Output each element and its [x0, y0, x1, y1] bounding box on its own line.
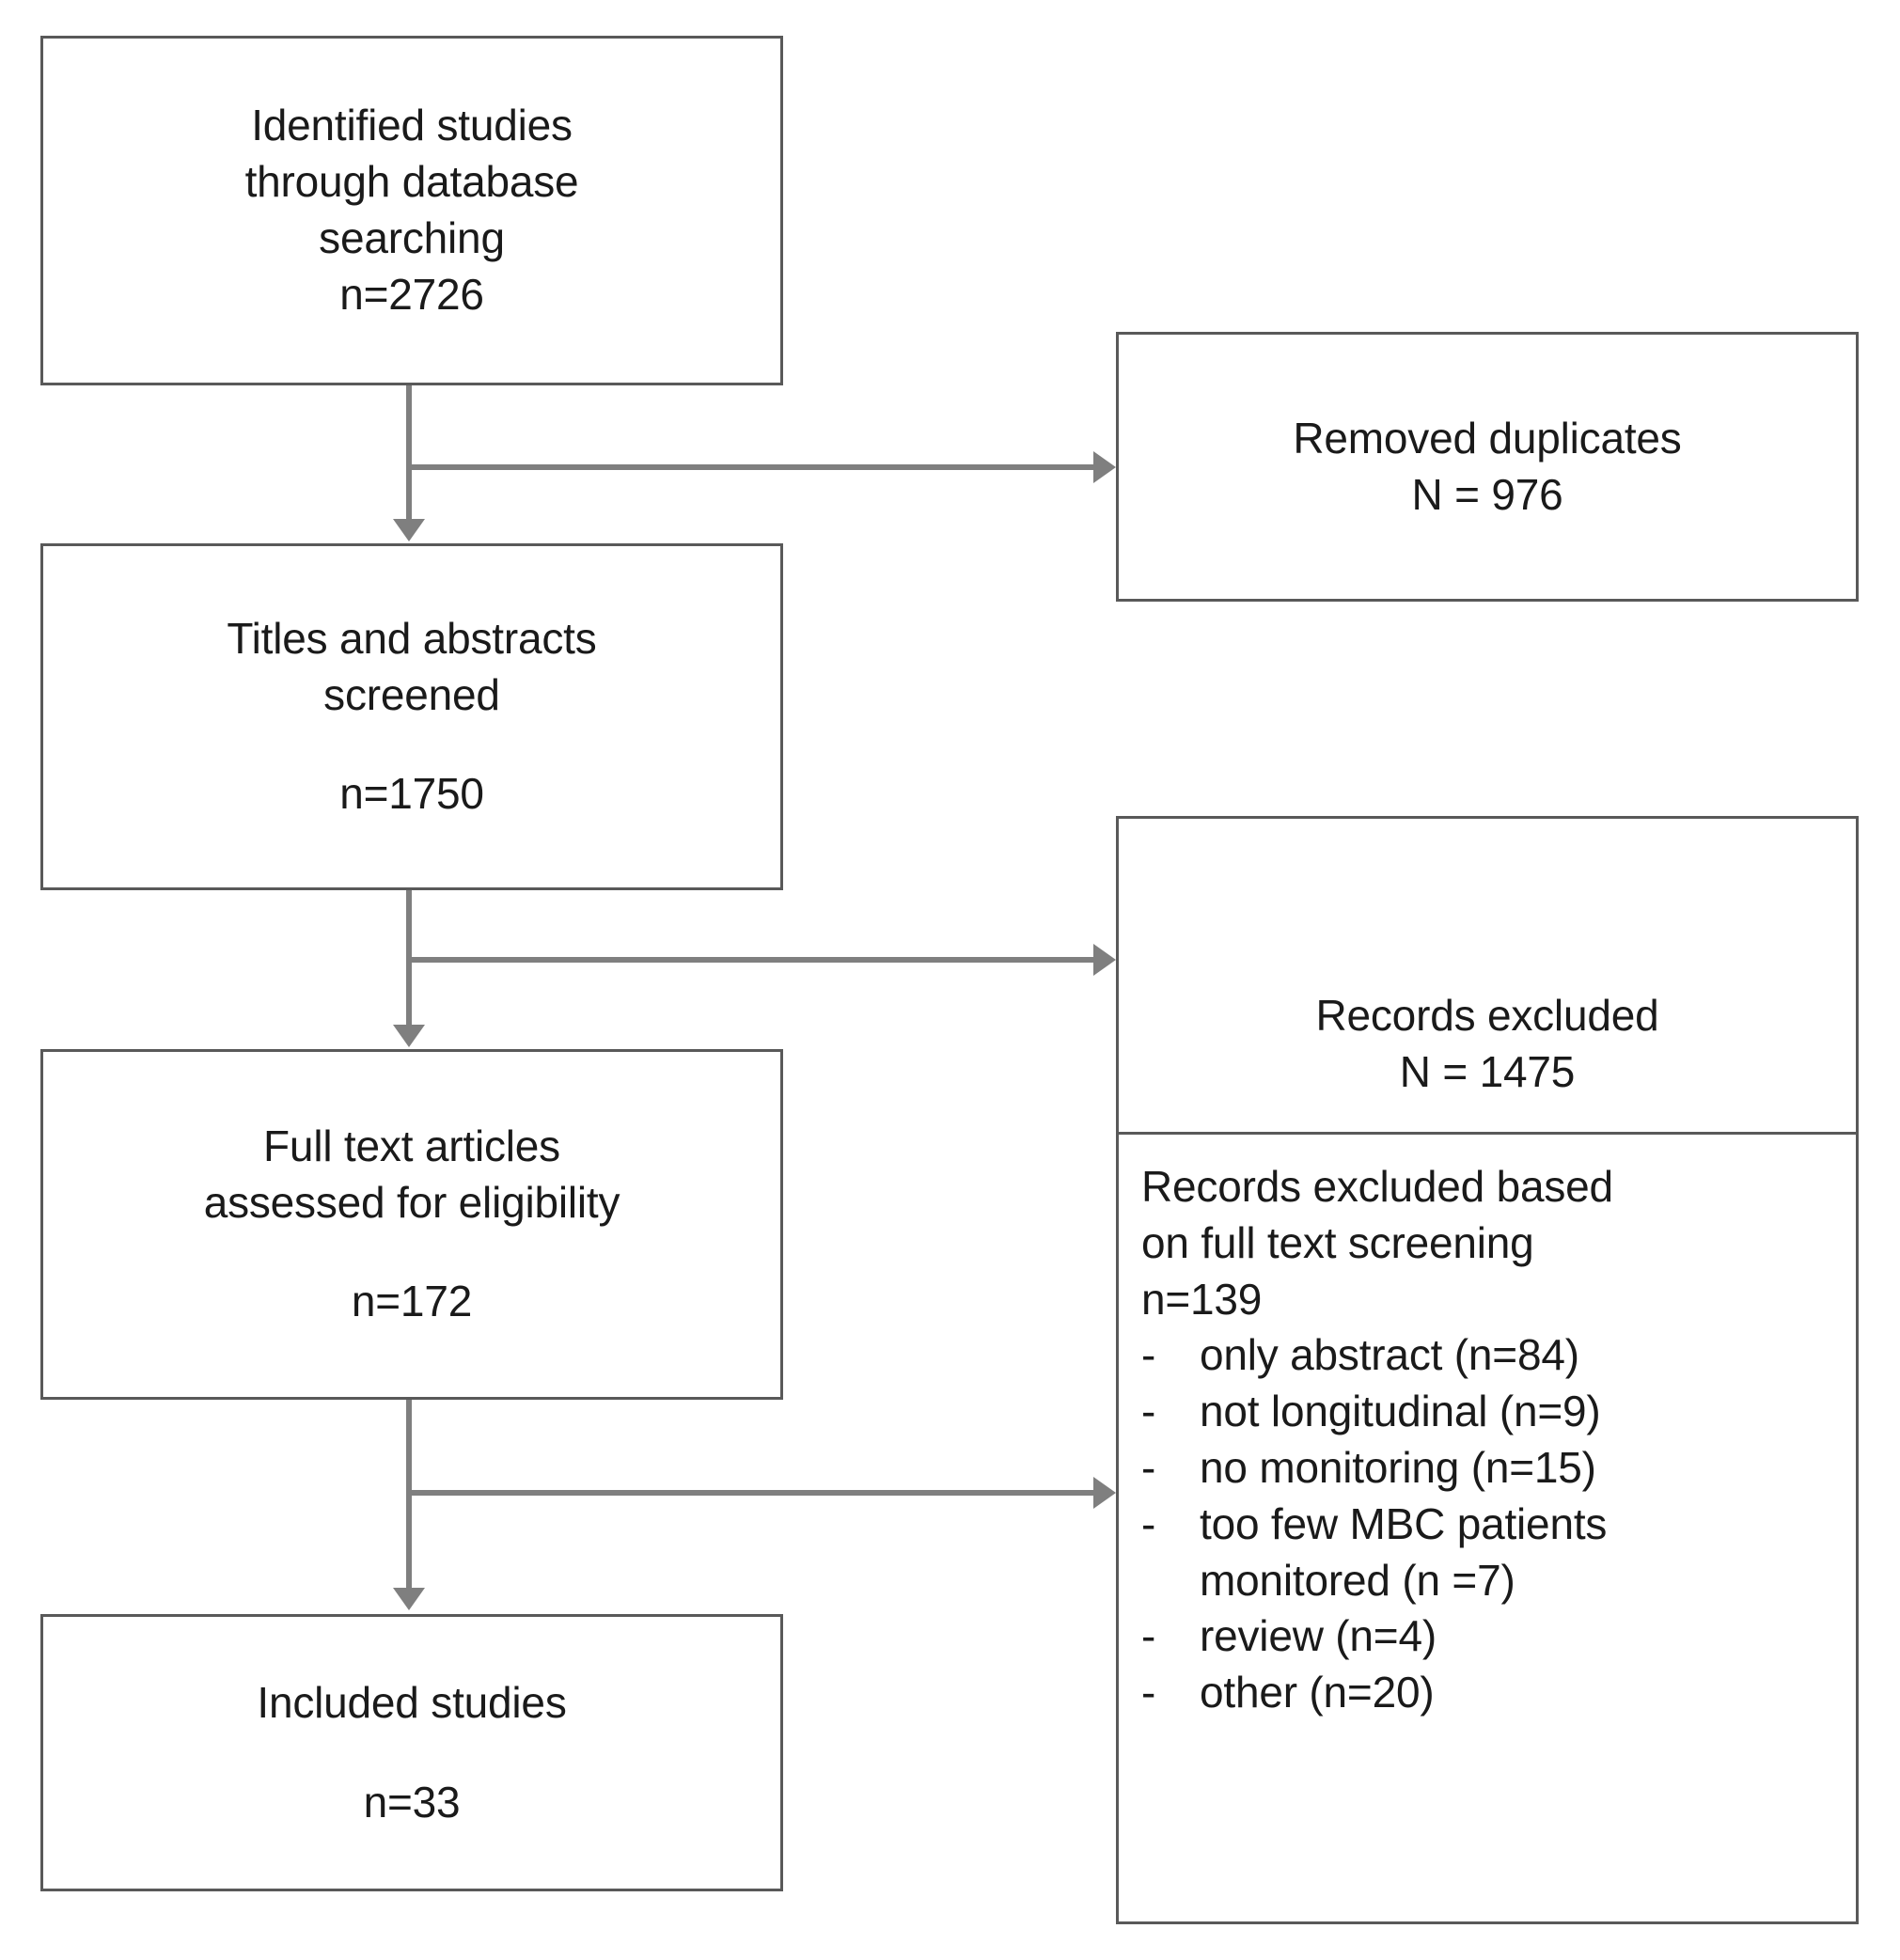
list-item-label: other (n=20) [1200, 1668, 1435, 1717]
node-excluded-full-line2: on full text screening [1141, 1217, 1534, 1267]
bullet-marker: - [1141, 1442, 1156, 1492]
bullet-marker: - [1141, 1611, 1156, 1661]
node-identified-count: n=2726 [339, 269, 484, 319]
list-item-label: review (n=4) [1200, 1611, 1437, 1661]
node-excluded-count: N = 1475 [1399, 1046, 1576, 1096]
node-duplicates-count: N = 976 [1411, 469, 1563, 519]
arrow-right-icon-to-excluded [1093, 944, 1116, 976]
list-item-label: not longitudinal (n=9) [1200, 1387, 1601, 1436]
arrow-down-icon-to-included [393, 1588, 425, 1610]
connector-fulltext-to-excluded-full [409, 1490, 1093, 1496]
list-item: - only abstract (n=84) [1141, 1327, 1837, 1384]
list-item-label: too few MBC patients [1200, 1498, 1608, 1548]
exclusion-reason-list: - only abstract (n=84) - not longitudina… [1141, 1327, 1837, 1721]
list-item: - not longitudinal (n=9) [1141, 1384, 1837, 1440]
list-item-label: monitored (n =7) [1200, 1555, 1515, 1605]
node-included-line1: Included studies [257, 1677, 567, 1727]
node-records-excluded-fulltext: Records excluded based on full text scre… [1116, 1132, 1859, 1924]
node-screened-line1: Titles and abstracts [227, 613, 597, 663]
node-identified-line2: through database [244, 157, 579, 207]
node-fulltext-line1: Full text articles [263, 1121, 560, 1170]
bullet-marker: - [1141, 1330, 1156, 1380]
connector-identified-to-duplicates [409, 464, 1093, 470]
node-excluded-full-line1: Records excluded based [1141, 1162, 1613, 1211]
arrow-down-icon-to-fulltext [393, 1025, 425, 1047]
node-fulltext-assessed: Full text articles assessed for eligibil… [40, 1049, 783, 1400]
bullet-marker: - [1141, 1668, 1156, 1717]
arrow-down-icon-to-screened [393, 519, 425, 541]
list-item: - no monitoring (n=15) [1141, 1440, 1837, 1497]
node-identified-studies: Identified studies through database sear… [40, 36, 783, 385]
list-item-label: no monitoring (n=15) [1200, 1442, 1596, 1492]
node-excluded-full-count: n=139 [1141, 1274, 1263, 1324]
connector-identified-to-screened [406, 385, 412, 521]
node-included-studies: Included studies n=33 [40, 1614, 783, 1891]
connector-screened-to-excluded [409, 957, 1093, 963]
list-item: - other (n=20) [1141, 1665, 1837, 1721]
bullet-marker: - [1141, 1498, 1156, 1548]
node-excluded-line1: Records excluded [1315, 990, 1659, 1040]
arrow-right-icon-to-duplicates [1093, 451, 1116, 483]
node-fulltext-line2: assessed for eligibility [203, 1177, 620, 1227]
node-included-count: n=33 [363, 1777, 461, 1827]
list-item-continuation: monitored (n =7) [1141, 1553, 1837, 1609]
node-identified-line1: Identified studies [251, 101, 573, 150]
node-identified-line3: searching [319, 213, 505, 262]
node-fulltext-count: n=172 [351, 1277, 473, 1326]
node-titles-abstracts-screened: Titles and abstracts screened n=1750 [40, 543, 783, 890]
list-item: - too few MBC patients [1141, 1497, 1837, 1553]
node-screened-line2: screened [323, 669, 500, 719]
list-item: - review (n=4) [1141, 1608, 1837, 1665]
list-item-label: only abstract (n=84) [1200, 1330, 1579, 1380]
arrow-right-icon-to-excluded-full [1093, 1477, 1116, 1509]
bullet-marker: - [1141, 1387, 1156, 1436]
node-duplicates-line1: Removed duplicates [1293, 413, 1682, 463]
node-removed-duplicates: Removed duplicates N = 976 [1116, 332, 1859, 602]
node-screened-count: n=1750 [339, 769, 484, 819]
